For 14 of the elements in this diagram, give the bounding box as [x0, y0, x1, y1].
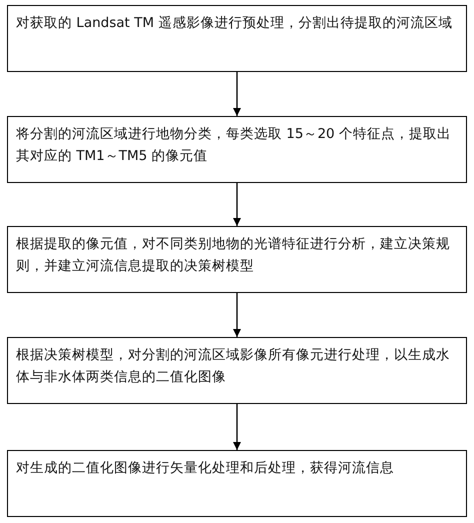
process-box	[7, 116, 467, 183]
process-box	[7, 337, 467, 404]
process-box	[7, 450, 467, 517]
step-text: 根据提取的像元值，对不同类别地物的光谱特征进行分析，建立决策规则，并建立河流信息提取的决策树模型	[16, 235, 451, 276]
step-text: 对获取的 Landsat TM 遥感影像进行预处理，分割出待提取的河流区域	[16, 14, 454, 33]
step-text: 对生成的二值化图像进行矢量化处理和后处理，获得河流信息	[16, 459, 395, 478]
process-box	[7, 226, 467, 293]
step-text: 根据决策树模型，对分割的河流区域影像所有像元进行处理，以生成水体与非水体两类信息的二值化图像	[16, 346, 451, 387]
arrow	[233, 183, 241, 226]
arrow	[233, 72, 241, 116]
arrow	[233, 404, 241, 450]
process-box	[7, 5, 467, 72]
step-text: 将分割的河流区域进行地物分类，每类选取 15～20 个特征点，提取出其对应的 TM1～TM5 的像元值	[16, 125, 452, 166]
arrow	[233, 293, 241, 337]
